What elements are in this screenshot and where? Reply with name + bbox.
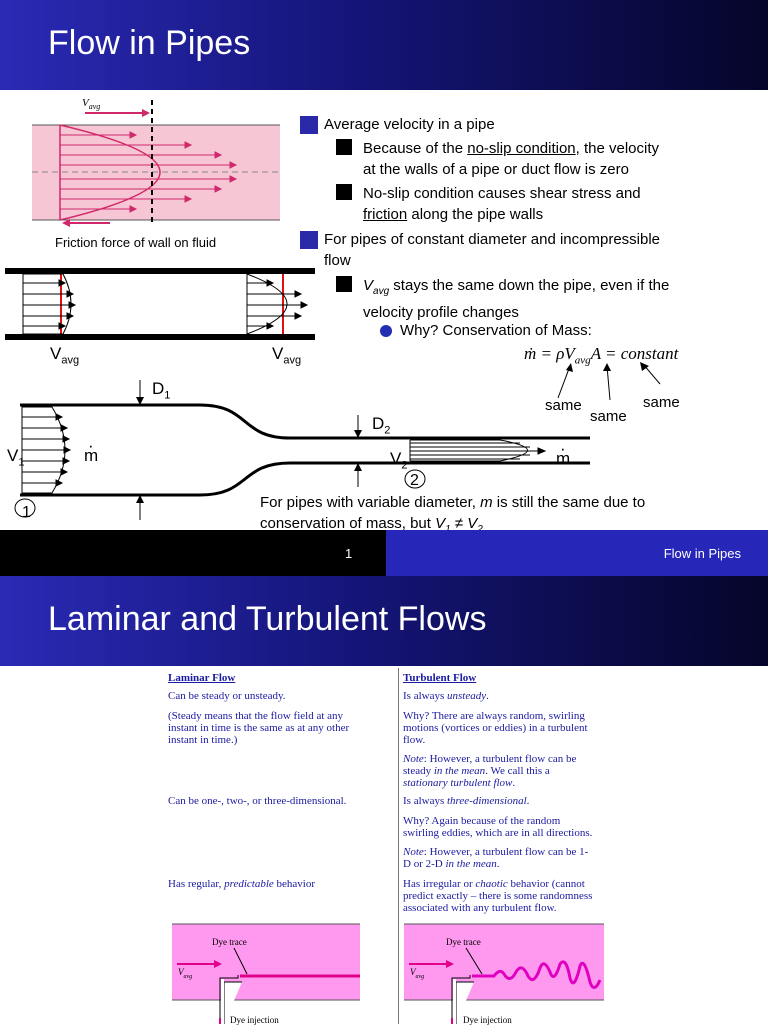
laminar-header: Laminar Flow [168,672,236,684]
pipe-profiles-figure [5,268,315,340]
mdot-left: ·m [84,436,99,465]
slide2-title: Laminar and Turbulent Flows [48,600,487,638]
slide1-footer-left: 1 [0,530,386,576]
footer-title: Flow in Pipes [663,546,741,561]
d2-label: D2 [372,414,391,437]
bullet-square-icon [336,139,352,155]
same-label-1: same [545,397,582,414]
bullet-square-icon [336,276,352,292]
slide1-header: Flow in Pipes [0,0,768,90]
no-slip-link[interactable]: no-slip condition [467,140,576,157]
friction-link[interactable]: friction [363,206,408,223]
dye-trace-label-turbulent: Dye trace [446,937,481,947]
laminar-item: (Steady means that the flow field at any… [168,710,350,746]
bullet-constant-diameter: For pipes of constant diameter and incom… [324,231,661,269]
page-number: 1 [345,546,353,561]
vavg-laminar: Vavg [178,967,193,980]
laminar-item: Can be one-, two-, or three-dimensional. [168,795,347,807]
station-2-label: 2 [410,472,419,489]
d1-label: D1 [152,379,171,402]
slide1-title: Flow in Pipes [48,24,251,62]
table-divider [398,668,399,1024]
turbulent-header: Turbulent Flow [403,672,477,684]
bullet-average-velocity: Average velocity in a pipe [324,116,495,133]
laminar-item: Can be steady or unsteady. [168,690,286,702]
station-1-label: 1 [22,504,31,521]
dye-injection-label-turbulent: Dye injection [463,1015,512,1025]
friction-caption: Friction force of wall on fluid [55,235,217,250]
vavg-left-label: Vavg [50,344,80,367]
fig-vavg-label: Vavg [82,97,101,112]
laminar-dye-figure [172,923,360,1024]
bullet-square-icon [300,116,318,134]
bullet-square-icon [300,231,318,249]
mdot-right: ·m [556,439,571,468]
turbulent-item: Is always unsteady. [403,690,489,702]
slide1-footer-right: Flow in Pipes [386,530,768,576]
bullet-vavg-same: Vavg stays the same down the pipe, even … [363,277,670,321]
bullet-shear-stress: No-slip condition causes shear stress an… [363,185,641,223]
vavg-right-label: Vavg [272,344,302,367]
v1-label: V1 [7,446,25,469]
vavg-turbulent: Vavg [410,967,425,980]
turbulent-item: Note: However, a turbulent flow can be 1… [403,846,589,870]
laminar-item: Has regular, predictable behavior [168,878,316,890]
bullet-no-slip: Because of the no-slip condition, the ve… [363,140,660,178]
v2-label: V2 [390,449,408,472]
equation-arrows [557,362,661,401]
velocity-profile-figure [32,100,280,227]
mass-flow-equation: ṁ = ρVavgA = constant [524,344,679,367]
turbulent-dye-figure [404,923,604,1024]
bullet-why-conservation: Why? Conservation of Mass: [400,322,592,339]
same-label-2: same [590,408,627,425]
bullet-dot-icon [380,325,392,337]
dye-trace-label-laminar: Dye trace [212,937,247,947]
slide2-header: Laminar and Turbulent Flows [0,576,768,666]
turbulent-item: Is always three-dimensional. [403,795,530,807]
bullet-square-icon [336,184,352,200]
turbulent-item: Has irregular or chaotic behavior (canno… [403,878,593,914]
variable-diameter-pipe [14,380,590,520]
dye-injection-label-laminar: Dye injection [230,1015,279,1025]
same-label-3: same [643,394,680,411]
variable-diameter-text: For pipes with variable diameter, m is s… [260,494,646,535]
